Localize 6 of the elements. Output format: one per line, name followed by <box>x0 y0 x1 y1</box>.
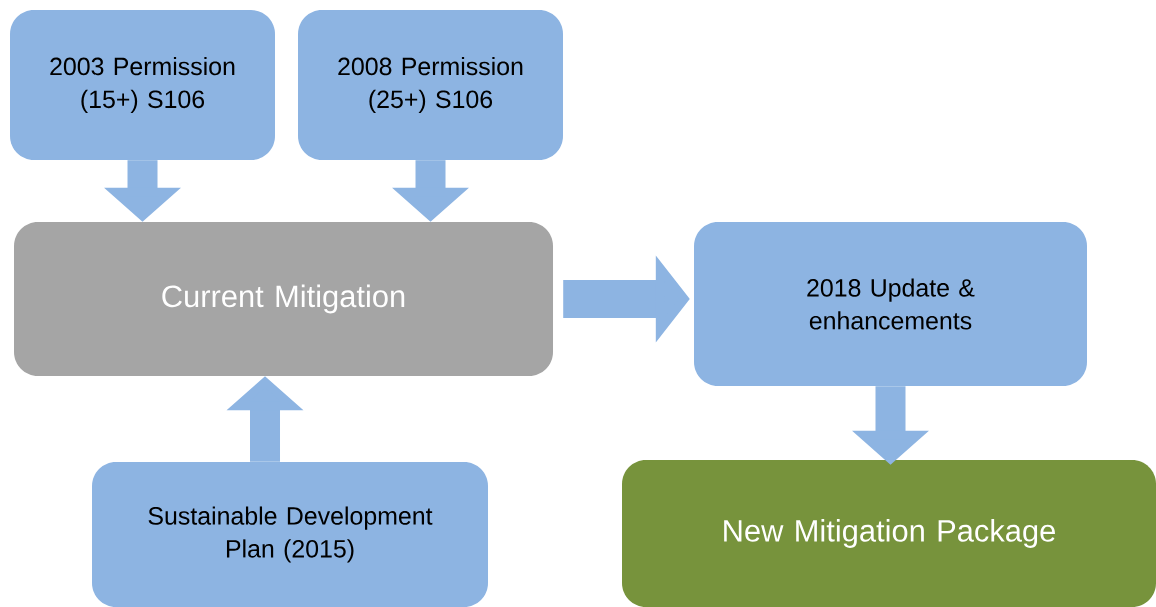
process-box: Sustainable Development Plan (2015) <box>92 462 488 607</box>
process-box: 2018 Update & enhancements <box>694 222 1087 386</box>
process-box: Current Mitigation <box>14 222 553 376</box>
process-box: New Mitigation Package <box>622 460 1156 607</box>
process-box: 2008 Permission (25+) S106 <box>298 10 563 160</box>
process-box: 2003 Permission (15+) S106 <box>10 10 275 160</box>
